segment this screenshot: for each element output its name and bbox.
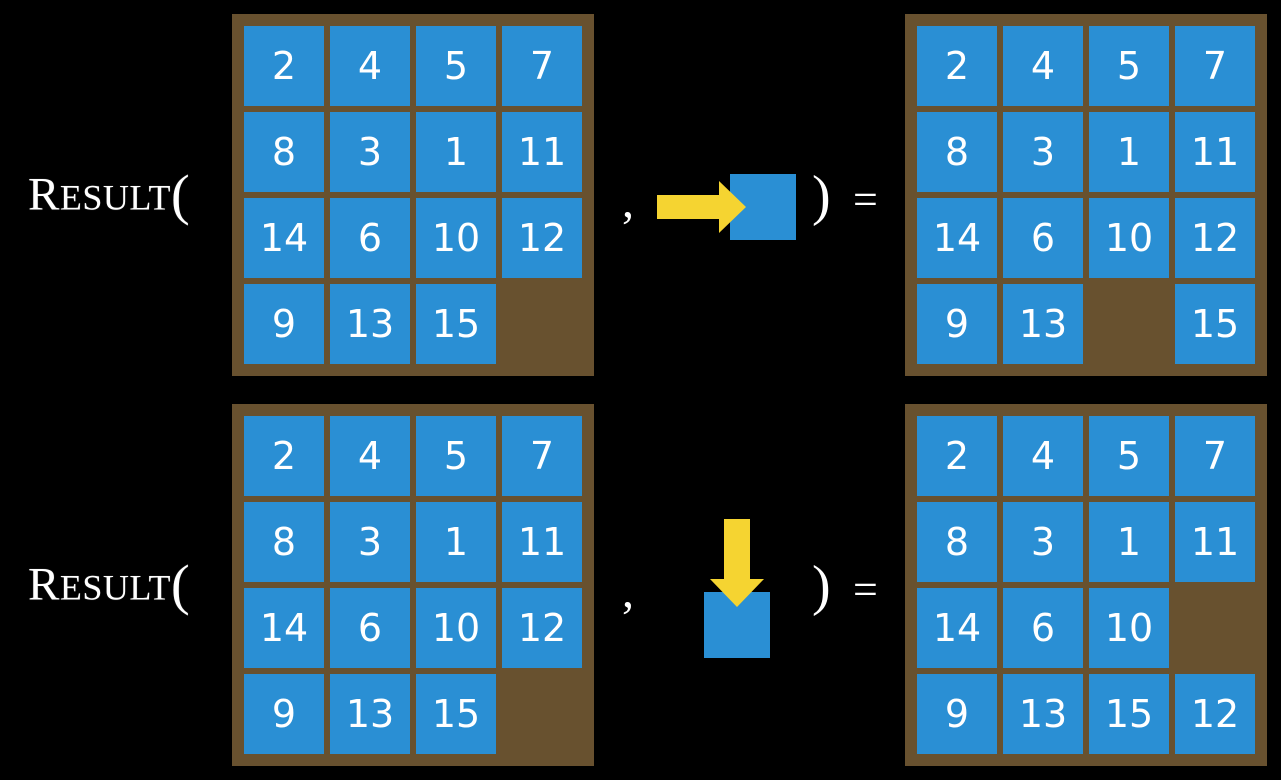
tile[interactable]: 15 (416, 674, 496, 754)
input-board-right-move[interactable]: 2 4 5 7 8 3 1 11 14 6 10 12 9 13 15 (232, 14, 594, 376)
tile[interactable]: 15 (1089, 674, 1169, 754)
tile[interactable]: 6 (330, 588, 410, 668)
tile[interactable]: 12 (1175, 198, 1255, 278)
output-board-right-move[interactable]: 2 4 5 7 8 3 1 11 14 6 10 12 9 13 15 (905, 14, 1267, 376)
arrow-down-icon-head (710, 579, 764, 607)
empty-slot (1175, 588, 1255, 668)
result-rest: ESULT (59, 177, 172, 218)
tile[interactable]: 7 (502, 416, 582, 496)
tile[interactable]: 7 (1175, 416, 1255, 496)
tile[interactable]: 6 (1003, 588, 1083, 668)
tile[interactable]: 15 (1175, 284, 1255, 364)
tile[interactable]: 1 (1089, 502, 1169, 582)
tile[interactable]: 2 (917, 26, 997, 106)
tile[interactable]: 14 (244, 588, 324, 668)
tile[interactable]: 3 (1003, 112, 1083, 192)
tile[interactable]: 5 (416, 416, 496, 496)
tile[interactable]: 11 (1175, 502, 1255, 582)
tile[interactable]: 11 (502, 112, 582, 192)
tile[interactable]: 15 (416, 284, 496, 364)
tile[interactable]: 6 (330, 198, 410, 278)
equals-sign-bottom: = (853, 565, 878, 614)
tile[interactable]: 11 (502, 502, 582, 582)
tile[interactable]: 1 (1089, 112, 1169, 192)
tile[interactable]: 8 (917, 502, 997, 582)
arrow-right-icon-head (719, 181, 746, 233)
tile[interactable]: 3 (330, 502, 410, 582)
comma-separator-bottom: , (622, 565, 634, 618)
tile[interactable]: 7 (502, 26, 582, 106)
tile[interactable]: 2 (917, 416, 997, 496)
tile[interactable]: 1 (416, 112, 496, 192)
close-paren-top: ) (812, 165, 831, 227)
move-down-operand (700, 510, 790, 670)
result-lead-cap: R (28, 168, 60, 221)
equation-row-down-move: RESULT( 2 4 5 7 8 3 1 11 14 6 10 12 9 13… (0, 390, 1281, 780)
tile[interactable]: 8 (244, 502, 324, 582)
tile[interactable]: 14 (917, 588, 997, 668)
tile[interactable]: 8 (244, 112, 324, 192)
tile[interactable]: 12 (1175, 674, 1255, 754)
tile[interactable]: 1 (416, 502, 496, 582)
tile[interactable]: 11 (1175, 112, 1255, 192)
tile[interactable]: 5 (416, 26, 496, 106)
tile[interactable]: 13 (1003, 284, 1083, 364)
move-right-operand (650, 160, 810, 240)
result-function-label-bottom: RESULT( (28, 558, 190, 614)
tile[interactable]: 12 (502, 588, 582, 668)
tile[interactable]: 2 (244, 416, 324, 496)
arrow-right-icon (657, 195, 719, 219)
tile[interactable]: 10 (416, 198, 496, 278)
result-rest: ESULT (59, 567, 172, 608)
tile[interactable]: 9 (917, 674, 997, 754)
tile[interactable]: 8 (917, 112, 997, 192)
empty-slot (502, 674, 582, 754)
tile[interactable]: 9 (244, 674, 324, 754)
tile[interactable]: 13 (330, 284, 410, 364)
tile[interactable]: 4 (330, 416, 410, 496)
tile[interactable]: 14 (917, 198, 997, 278)
empty-slot (1089, 284, 1169, 364)
tile[interactable]: 7 (1175, 26, 1255, 106)
tile[interactable]: 10 (416, 588, 496, 668)
tile[interactable]: 13 (1003, 674, 1083, 754)
empty-slot (502, 284, 582, 364)
tile[interactable]: 9 (244, 284, 324, 364)
tile[interactable]: 6 (1003, 198, 1083, 278)
tile[interactable]: 5 (1089, 26, 1169, 106)
tile[interactable]: 5 (1089, 416, 1169, 496)
tile[interactable]: 9 (917, 284, 997, 364)
tile[interactable]: 14 (244, 198, 324, 278)
result-lead-cap: R (28, 558, 60, 611)
tile[interactable]: 13 (330, 674, 410, 754)
open-paren-bottom: ( (171, 554, 191, 617)
tile[interactable]: 4 (330, 26, 410, 106)
tile[interactable]: 10 (1089, 198, 1169, 278)
close-paren-bottom: ) (812, 555, 831, 617)
arrow-down-icon (724, 519, 750, 579)
output-board-down-move[interactable]: 2 4 5 7 8 3 1 11 14 6 10 9 13 15 12 (905, 404, 1267, 766)
result-function-label-top: RESULT( (28, 168, 190, 224)
tile[interactable]: 3 (1003, 502, 1083, 582)
open-paren-top: ( (171, 164, 191, 227)
equals-sign-top: = (853, 175, 878, 224)
tile[interactable]: 3 (330, 112, 410, 192)
tile[interactable]: 4 (1003, 26, 1083, 106)
tile[interactable]: 12 (502, 198, 582, 278)
tile[interactable]: 2 (244, 26, 324, 106)
comma-separator-top: , (622, 175, 634, 228)
equation-row-right-move: RESULT( 2 4 5 7 8 3 1 11 14 6 10 12 9 13… (28, 14, 1267, 376)
tile[interactable]: 4 (1003, 416, 1083, 496)
tile[interactable]: 10 (1089, 588, 1169, 668)
input-board-down-move[interactable]: 2 4 5 7 8 3 1 11 14 6 10 12 9 13 15 (232, 404, 594, 766)
